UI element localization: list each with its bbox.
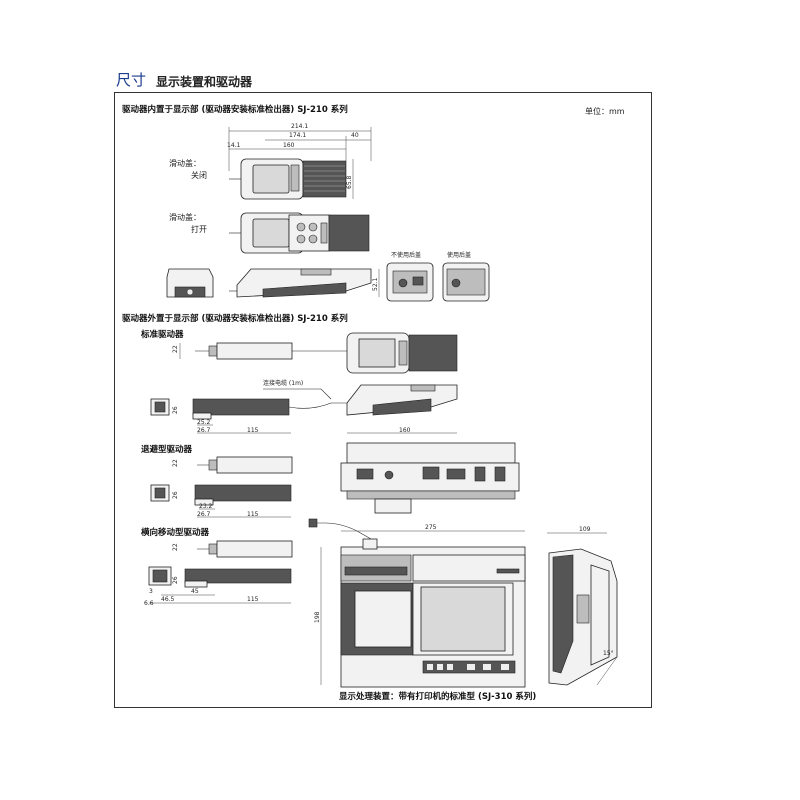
sj310-front-view: [340, 538, 526, 688]
std-dim-22: 22: [172, 345, 179, 353]
cover-open-label-2: 打开: [191, 224, 207, 234]
sj310-dim-275: 275: [425, 524, 437, 531]
back-view-with-cover: [442, 262, 490, 302]
device-closed-top-view: [229, 158, 347, 200]
traverse-dim-6-6: 6.6: [144, 600, 154, 607]
header-subtitle: 显示装置和驱动器: [156, 75, 253, 89]
retract-drive-side: [150, 484, 292, 506]
header-title: 尺寸: [116, 71, 147, 89]
retract-drive-title: 退避型驱动器: [141, 444, 193, 455]
dimension-drawing: 驱动器内置于显示部 (驱动器安装标准检出器) SJ-210 系列 单位：mm 2…: [122, 104, 625, 702]
with-back-cover-label: 使用后盖: [447, 251, 471, 259]
unit-label: 单位：mm: [585, 106, 625, 116]
sj310-side-view: [548, 548, 618, 686]
standard-drive-title: 标准驱动器: [140, 329, 184, 340]
page-header: 尺寸 显示装置和驱动器: [116, 68, 252, 90]
traverse-dim-26: 26: [172, 576, 179, 584]
traverse-dim-45: 45: [191, 588, 199, 595]
dim-40: 40: [351, 132, 359, 139]
sj310-dim-109: 109: [579, 526, 591, 533]
retract-drive-top: [197, 456, 293, 474]
dim-160: 160: [283, 142, 295, 149]
section1-title: 驱动器内置于显示部 (驱动器安装标准检出器) SJ-210 系列: [122, 104, 348, 115]
traverse-dim-22: 22: [172, 543, 179, 551]
traverse-drive-top: [197, 540, 293, 558]
cover-closed-label-1: 滑动盖：: [169, 158, 201, 168]
std-dim-25-2: 25.2: [197, 419, 211, 426]
traverse-dim-46-5: 46.5: [161, 596, 175, 603]
std-dim-115: 115: [247, 427, 259, 434]
retract-dim-26: 26: [172, 491, 179, 499]
device-end-view: [166, 268, 214, 298]
dim-214-1: 214.1: [291, 123, 308, 130]
sj310-dim-198: 198: [314, 611, 321, 623]
retract-dim-23-2: 23.2: [199, 503, 213, 510]
std-dim-26-7: 26.7: [197, 427, 211, 434]
dim-14-1: 14.1: [227, 142, 241, 149]
traverse-drive-side: [148, 566, 292, 588]
retract-dim-115: 115: [247, 511, 259, 518]
traverse-drive-title: 横向移动型驱动器: [140, 527, 210, 538]
retract-dim-26-7: 26.7: [197, 511, 211, 518]
traverse-dim-3: 3: [149, 588, 153, 595]
standard-drive-top: [195, 342, 347, 360]
dim-174-1: 174.1: [289, 132, 306, 139]
device-side-view: [229, 268, 372, 298]
std-dim-26: 26: [172, 406, 179, 414]
sj310-dim-15deg: 15°: [603, 650, 614, 657]
cover-closed-label-2: 关闭: [191, 170, 207, 180]
sj310-top-view: [340, 442, 520, 514]
section2-title: 驱动器外置于显示部 (驱动器安装标准检出器) SJ-210 系列: [122, 313, 348, 324]
diagram-frame: 驱动器内置于显示部 (驱动器安装标准检出器) SJ-210 系列 单位：mm 2…: [114, 92, 652, 708]
dim-65-8: 65.8: [346, 175, 353, 189]
standard-drive-side: [150, 398, 347, 420]
cover-open-label-1: 滑动盖：: [169, 212, 201, 222]
device-open-top-view: [229, 212, 370, 254]
retract-dim-22: 22: [172, 459, 179, 467]
cable-label: 连接电缆 (1m): [263, 379, 303, 387]
dim-52-1: 52.1: [372, 277, 379, 291]
display-unit-top: [346, 332, 458, 374]
no-back-cover-label: 不使用后盖: [391, 251, 421, 259]
display-unit-side: [346, 384, 458, 416]
back-view-no-cover: [386, 262, 434, 302]
display-dim-160: 160: [399, 427, 411, 434]
sj310-caption: 显示处理装置：带有打印机的标准型 (SJ-310 系列): [339, 691, 536, 702]
traverse-dim-115: 115: [247, 596, 259, 603]
